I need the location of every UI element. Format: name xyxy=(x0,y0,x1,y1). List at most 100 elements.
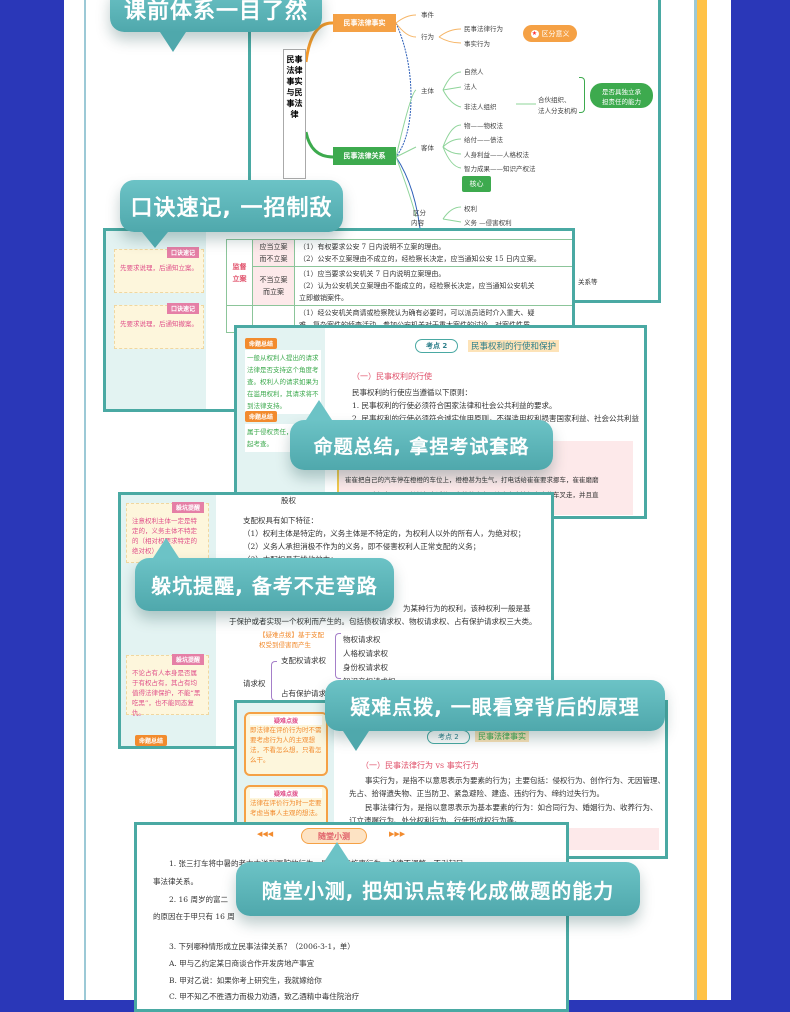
bubble-tail xyxy=(343,731,369,751)
body-line: 2. 民事权利的行使必须符合诚实信用原则，不得滥用权利损害国家利益、社会公共利益 xyxy=(352,414,640,423)
mindmap-root: 民事法律事实与民事法律 xyxy=(283,49,306,179)
difficult-tag: 疑难点拨 xyxy=(250,789,322,798)
bubble-pitfall: 躲坑提醒, 备考不走弯路 xyxy=(135,538,394,611)
mm-object-item: 给付——债法 xyxy=(464,136,503,144)
note-text: 即法律在评价行为时不需要考虑行为人的主观想法，不看怎么想，只看怎么干。 xyxy=(250,726,322,764)
badge-capacity: 是否具独立承担责任的能力 xyxy=(590,83,653,108)
badge-capacity-line: 担责任的能力 xyxy=(602,97,641,106)
option-a: A. 甲与乙约定某日商谈合作开发房地产事宜 xyxy=(169,959,315,968)
brace xyxy=(335,633,341,679)
mm-object: 客体 xyxy=(421,144,434,152)
bubble-system: 课前体系一目了然 xyxy=(110,0,322,52)
body-line: 民事权利的行使应当遵循以下原则： xyxy=(352,388,472,397)
bubble-mnemonic: 口诀速记, 一招制敌 xyxy=(120,180,343,248)
feature-line: （2）义务人承担消极不作为的义务，即不侵害权利人正常支配的义务； xyxy=(243,542,481,551)
node-legal-relation: 民事法律关系 xyxy=(333,147,396,165)
bubble-label: 课前体系一目了然 xyxy=(123,0,308,24)
bubble-tail xyxy=(324,842,350,862)
mnemonic-tag: 口诀速记 xyxy=(166,303,199,314)
mm-legal-act: 民事法律行为 xyxy=(464,25,503,33)
question-3: 3. 下列哪种情形成立民事法律关系？（2006-3-1，单） xyxy=(169,942,355,951)
mm-legal-person: 法人 xyxy=(464,83,477,91)
possession-claim: 占有保护请求权 xyxy=(281,689,334,698)
cell-content: （1）应当要求公安机关 7 日内说明立案理由。 （2）认为公安机关立案理由不能成立… xyxy=(294,266,572,306)
supervision-table: 监督立案 应当立案而不立案 （1）有权要求公安 7 日内说明不立案的理由。（2）… xyxy=(226,239,572,333)
mm-content: 内容 xyxy=(411,219,424,227)
brace xyxy=(579,77,585,113)
note-text: 不论占有人本身是否属于有权占有，其占有均值得法律保护，不能“黑吃黑”，也不能同态… xyxy=(132,669,201,717)
cell-type: 不当立案而立案 xyxy=(252,266,295,306)
mm-content: 区分 xyxy=(413,209,426,217)
annotation: 【疑难点拨】基于支配权受到侵害而产生 xyxy=(259,631,324,649)
node-legal-fact: 民事法律事实 xyxy=(333,14,396,32)
bubble-summary: 命题总结, 拿捏考试套路 xyxy=(290,400,553,470)
sub-claim: 身份权请求权 xyxy=(343,663,388,672)
feature-line: （1）权利主体是特定的，义务主体是不特定的，为权利人以外的所有人，为绝对权； xyxy=(243,529,526,538)
mm-factual-act: 事实行为 xyxy=(464,40,490,48)
bubble-difficult: 疑难点拨, 一眼看穿背后的原理 xyxy=(325,680,665,751)
claim-label: 请求权 xyxy=(243,679,266,688)
dominant-claim: 支配权请求权 xyxy=(281,656,326,665)
arrow-left-icon: ◀◀◀ xyxy=(257,830,274,838)
summary-tag: 命题总结 xyxy=(135,735,168,746)
features-heading: 支配权具有如下特征： xyxy=(243,516,318,525)
point-title: 民事法律事实 xyxy=(475,731,529,742)
left-guide-line xyxy=(84,0,86,1000)
quiz-line: 2. 16 周岁的富二 xyxy=(169,895,228,904)
bubble-tail xyxy=(142,232,168,248)
cell-supervise: 监督立案 xyxy=(226,239,253,306)
note-text: 先要求说理，后通知撤案。 xyxy=(120,320,198,328)
option-b: B. 甲对乙说：如果你考上研究生，我就嫁给你 xyxy=(169,976,322,985)
difficult-note: 疑难点拨即法律在评价行为时不需要考虑行为人的主观想法，不看怎么想，只看怎么干。 xyxy=(244,712,328,776)
note-text: 法律在评价行为时一定要考虑当事人主观的想法。 xyxy=(250,799,322,817)
quiz-card: ◀◀◀ 随堂小测 ▶▶▶ 1. 张三打车将中暑的老太太送到医院的行为，是否好意施… xyxy=(134,822,569,1012)
bubble-quiz: 随堂小测, 把知识点转化成做题的能力 xyxy=(236,842,640,916)
bubble-label: 口诀速记, 一招制敌 xyxy=(130,196,333,221)
sub-claim: 人格权请求权 xyxy=(343,649,388,658)
quiz-line: 事法律关系。 xyxy=(153,877,198,886)
section-heading: （一）民事法律行为 vs 事实行为 xyxy=(361,761,479,770)
mm-non-legal-org: 非法人组织 xyxy=(464,103,497,111)
mm-event: 事件 xyxy=(421,11,434,19)
brace xyxy=(271,661,277,701)
arrow-right-icon: ▶▶▶ xyxy=(389,830,406,838)
bubble-tail xyxy=(153,538,179,558)
mm-right: 权利 xyxy=(464,205,477,213)
bubble-tail xyxy=(306,400,332,420)
cell-type: 应当立案而不立案 xyxy=(252,239,295,267)
difficult-tag: 疑难点拨 xyxy=(250,716,322,725)
note-text: 先要求说理，后通知立案。 xyxy=(120,264,198,272)
summary-note: 一般从权利人提出的请求法律是否支持这个角度考查。权利人的请求如果为在滥用权利，其… xyxy=(245,350,321,414)
pitfall-note: 躲坑提醒不论占有人本身是否属于有权占有，其占有均值得法律保护，不能“黑吃黑”，也… xyxy=(126,654,209,717)
mnemonic-note: 口诀速记先要求说理，后通知立案。 xyxy=(114,247,204,293)
line: （1）应当要求公安机关 7 日内说明立案理由。 xyxy=(299,270,446,278)
mm-subject: 主体 xyxy=(421,87,434,95)
equity-label: 股权 xyxy=(281,496,296,505)
bubble-label: 命题总结, 拿捏考试套路 xyxy=(313,435,530,458)
para-line: 于保护或者实现一个权利而产生的。包括债权请求权、物权请求权、占有保护请求权三大类… xyxy=(229,617,537,626)
body-line: 先占、拾得遗失物、正当防卫、紧急避险、建造、违约行为、缔约过失行为。 xyxy=(349,789,604,798)
mm-object-item: 物——物权法 xyxy=(464,122,503,130)
right-guide-line xyxy=(694,0,697,1000)
line: （1）经公安机关商请或检察院认为确有必要时，可以派员适时介入重大、疑 xyxy=(299,309,535,317)
pitfall-tag: 躲坑提醒 xyxy=(171,654,204,665)
badge-core: 核心 xyxy=(462,176,491,192)
point-label: 考点 2 xyxy=(427,730,470,744)
mm-duty: 义务 —侵害权利 xyxy=(464,219,512,227)
yellow-strip xyxy=(697,0,707,1000)
case-line: 崔崔把自己的汽车停在橙橙的车位上，橙橙甚为生气，打电话给崔崔要求挪车，崔崔磨磨 xyxy=(345,476,599,484)
bubble-label: 随堂小测, 把知识点转化成做题的能力 xyxy=(261,878,615,903)
option-c: C. 甲不知乙不胜酒力而极力劝酒，致乙酒精中毒住院治疗 xyxy=(169,992,360,1001)
mm-natural-person: 自然人 xyxy=(464,68,484,76)
mm-object-item: 人身利益——人格权法 xyxy=(464,151,529,159)
bubble-tail xyxy=(160,32,186,52)
para-line: 为某种行为的权利，该种权利一般是基 xyxy=(403,604,531,613)
line: （2）公安不立案理由不成立的，经检察长决定，应当通知公安 15 日内立案。 xyxy=(299,255,541,263)
bubble-label: 疑难点拨, 一眼看穿背后的原理 xyxy=(350,695,640,719)
line: （2）认为公安机关立案理由不能成立的，经检察长决定，应当通知公安机关 xyxy=(299,282,535,290)
bubble-label: 躲坑提醒, 备考不走弯路 xyxy=(151,574,378,598)
badge-capacity-line: 是否具独立承 xyxy=(602,87,641,96)
quiz-line: 的原因在于甲只有 16 周 xyxy=(153,912,235,921)
mm-partnership: 合伙组织、 xyxy=(538,96,571,104)
mnemonic-tag: 口诀速记 xyxy=(166,247,199,258)
